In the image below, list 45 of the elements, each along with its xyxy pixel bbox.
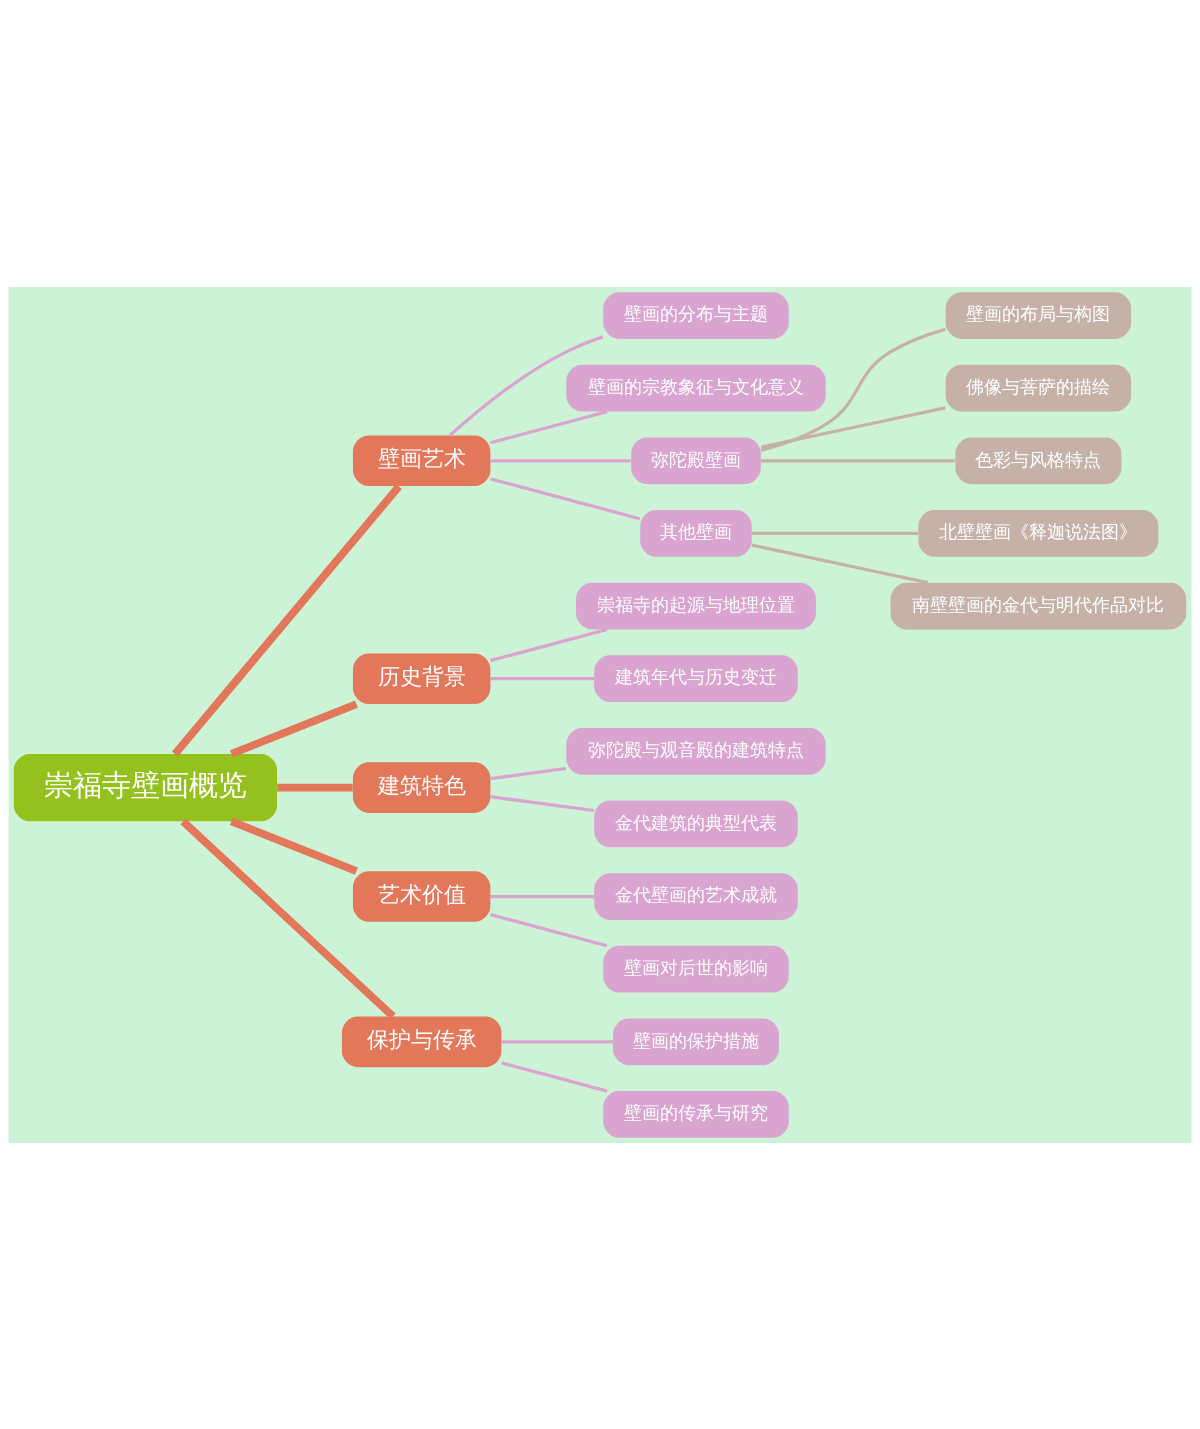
node-box: 金代壁画的艺术成就 <box>594 872 798 920</box>
connector <box>277 783 353 791</box>
connector <box>490 409 608 444</box>
node-box: 色彩与风格特点 <box>955 436 1122 484</box>
node-box: 保护与传承 <box>341 1016 502 1067</box>
node-box: 其他壁画 <box>640 509 752 557</box>
connector <box>490 766 567 780</box>
connector <box>230 817 358 875</box>
connector <box>448 334 604 436</box>
connector <box>490 476 641 520</box>
connector <box>761 458 955 462</box>
node-box: 建筑年代与历史变迁 <box>594 654 798 702</box>
connector <box>501 1060 608 1093</box>
connector <box>751 543 929 584</box>
node-box: 壁画的分布与主题 <box>603 291 789 339</box>
connector <box>490 794 595 812</box>
node-box: 壁画的宗教象征与文化意义 <box>566 364 826 411</box>
connector <box>490 458 631 462</box>
node-box: 崇福寺壁画概览 <box>13 753 278 821</box>
node-box: 金代建筑的典型代表 <box>594 800 798 847</box>
node-box: 弥陀殿与观音殿的建筑特点 <box>566 727 826 775</box>
node-box: 壁画艺术 <box>352 435 491 486</box>
node-box: 佛像与菩萨的描绘 <box>945 364 1132 411</box>
connector <box>490 912 608 947</box>
node-box: 崇福寺的起源与地理位置 <box>576 582 816 629</box>
node-box: 北壁壁画《释迦说法图》 <box>918 509 1159 557</box>
node-box: 壁画的布局与构图 <box>945 291 1132 339</box>
connector <box>501 1039 613 1043</box>
node-box: 艺术价值 <box>352 870 491 922</box>
connector <box>490 627 608 662</box>
connector <box>180 818 396 1019</box>
node-box: 建筑特色 <box>352 761 491 813</box>
node-box: 壁画的保护措施 <box>612 1018 779 1065</box>
node-box: 弥陀殿壁画 <box>631 436 761 484</box>
connector <box>490 894 595 898</box>
node-box: 历史背景 <box>352 652 491 704</box>
node-box: 南壁壁画的金代与明代作品对比 <box>890 582 1187 629</box>
node-box: 壁画对后世的影响 <box>603 945 789 993</box>
connector <box>230 700 358 758</box>
connector <box>760 327 946 452</box>
connector <box>490 676 595 680</box>
connector <box>760 405 946 449</box>
connector <box>751 531 919 535</box>
connector <box>172 483 402 756</box>
node-box: 壁画的传承与研究 <box>603 1090 789 1138</box>
